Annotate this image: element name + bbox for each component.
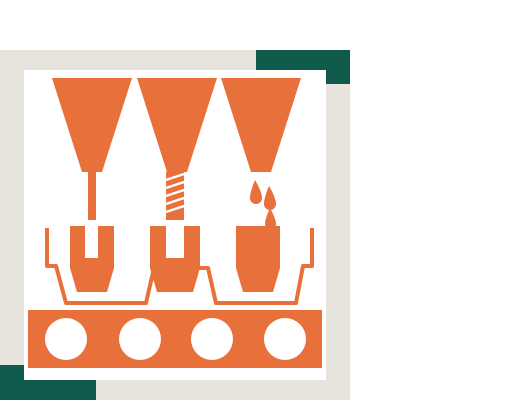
conveyor-wheel [264, 318, 306, 360]
mold-3 [236, 226, 280, 292]
conveyor-wheel [191, 318, 233, 360]
mold-1 [70, 226, 114, 292]
nozzle-3-icon [221, 78, 301, 230]
drop-icon [265, 208, 276, 230]
conveyor-wheel [45, 318, 87, 360]
corner-accent-top-right [256, 50, 350, 84]
nozzle-2-icon [137, 78, 217, 220]
drop-icon [264, 186, 276, 210]
mold-2 [150, 226, 200, 292]
corner-accent-bottom-left [0, 365, 96, 400]
nozzle-1-icon [52, 78, 132, 220]
drop-icon [250, 180, 262, 204]
conveyor-wheel [119, 318, 161, 360]
